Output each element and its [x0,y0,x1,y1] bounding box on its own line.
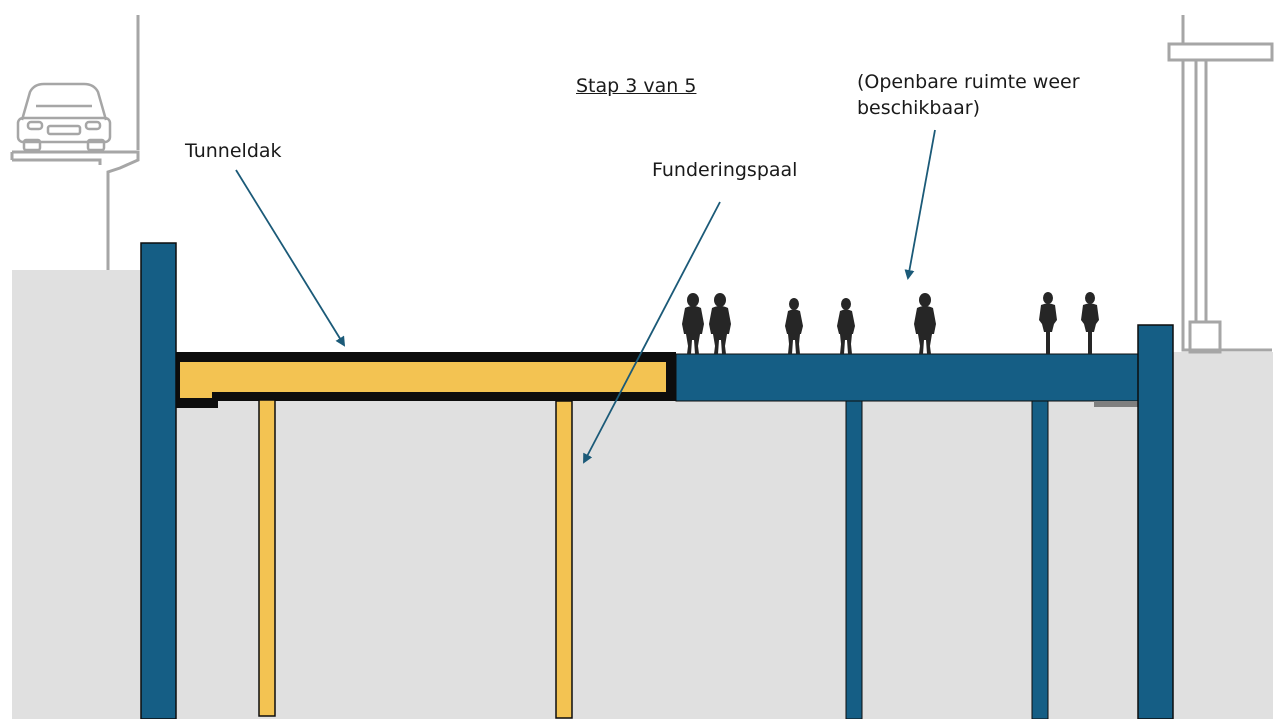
car-icon [16,82,112,152]
arrow-tunnel-roof [235,169,346,347]
cyclist-icon [1039,292,1057,354]
pedestrian-icon [785,298,803,354]
step-indicator: Stap 3 van 5 [576,75,697,97]
deck-slab [675,353,1139,402]
pile-blue-1 [845,400,863,719]
label-tunnel-roof: Tunneldak [185,140,282,162]
people-group [682,292,1099,354]
ground-area-left [12,270,142,719]
cyclist-icon [1081,292,1099,354]
ground-area-right [1173,352,1273,719]
pedestrian-icon [709,293,731,354]
pedestrian-icon [914,293,936,354]
foundation-pile-1 [258,399,276,717]
ground-area [176,400,1138,719]
deck-edge [1094,401,1138,407]
diaphragm-wall-right [1137,324,1174,719]
tunnel-roof [180,362,666,398]
arrow-public-space [904,129,936,280]
pedestrian-icon [682,293,704,354]
right-building [1167,15,1274,354]
left-building [10,15,140,270]
label-public-space-line2: beschikbaar) [857,97,980,119]
label-public-space-line1: (Openbare ruimte weer [857,71,1080,93]
pile-blue-2 [1031,400,1049,719]
arrow-foundation-pile [583,201,721,464]
pedestrian-icon [837,298,855,354]
label-public-space: (Openbare ruimte weer beschikbaar) [857,69,1080,121]
foundation-pile-2 [555,400,573,719]
diaphragm-wall-left [140,242,177,719]
label-foundation-pile: Funderingspaal [652,159,798,181]
